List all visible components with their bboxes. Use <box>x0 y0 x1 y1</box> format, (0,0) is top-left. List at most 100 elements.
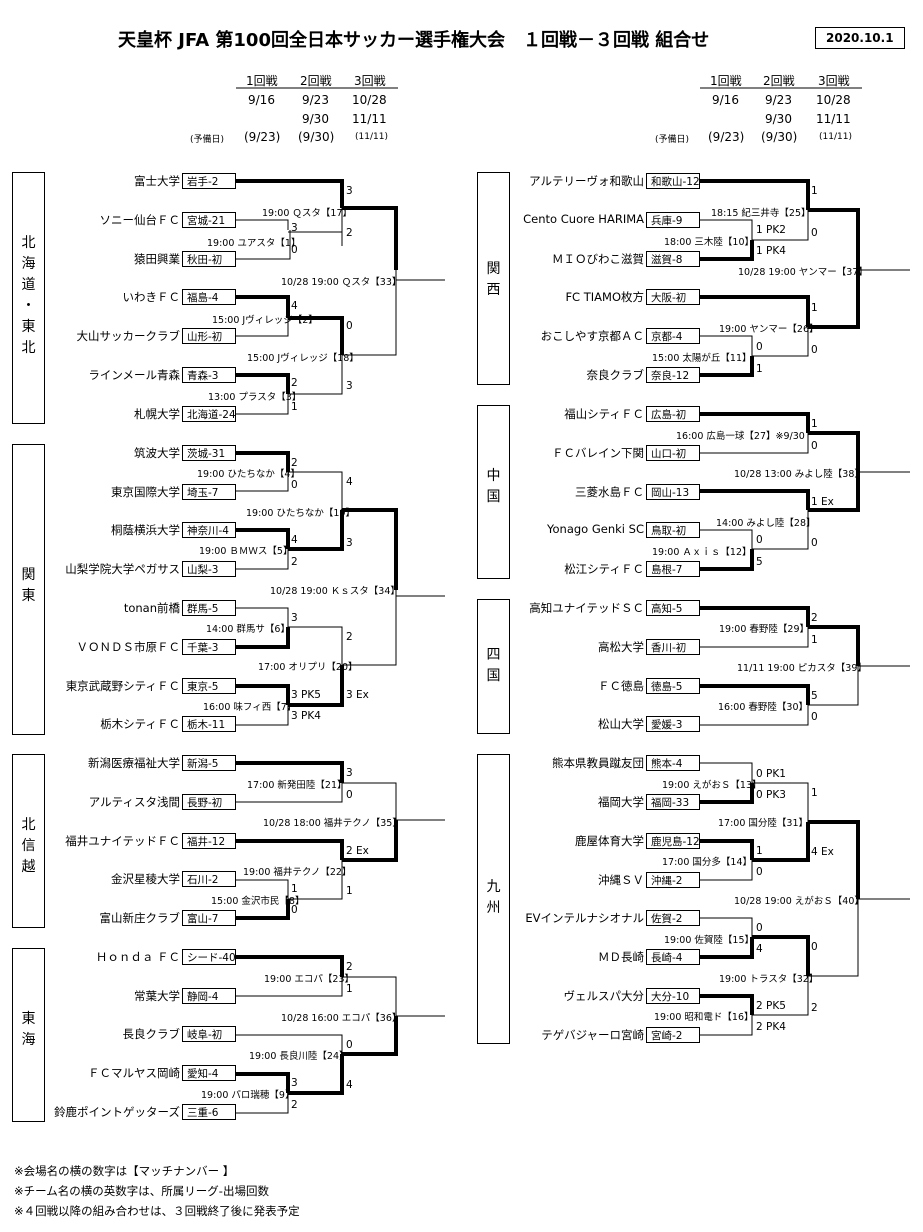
team-seed: 群馬-5 <box>182 600 236 616</box>
score: 2 <box>291 1099 298 1111</box>
score: 3 <box>346 380 353 392</box>
score: 3 <box>291 1077 298 1089</box>
match-label: 19:00 ひたちなか【4】 <box>197 469 300 480</box>
team-seed: 兵庫-9 <box>646 211 700 228</box>
team-name: 福井ユナイテッドＦＣ <box>65 833 180 848</box>
score: 0 <box>756 866 763 878</box>
score: 2 <box>811 612 818 624</box>
team-name: 栃木シティＦＣ <box>100 717 180 732</box>
team-name: テゲバジャーロ宮崎 <box>541 1027 644 1042</box>
team-name: ＦＣマルヤス岡崎 <box>88 1066 180 1081</box>
team-name: 奈良クラブ <box>586 368 645 382</box>
score: 0 <box>756 534 763 546</box>
team-name: ラインメール青森 <box>88 368 180 382</box>
team-seed: 福島-4 <box>182 289 236 306</box>
region-shikoku: 四 国 <box>477 599 510 734</box>
footnote: ※４回戦以降の組み合わせは、３回戦終了後に発表予定 <box>14 1204 300 1218</box>
team-seed: 鳥取-初 <box>646 522 700 539</box>
score: 2 <box>291 556 298 568</box>
score: 4 <box>346 476 353 488</box>
match-label: 19:00 昭和電ド【16】 <box>654 1012 754 1023</box>
team-seed: 福井-12 <box>182 832 236 849</box>
region-chugoku: 中 国 <box>477 405 510 579</box>
team-name: 鹿屋体育大学 <box>575 833 644 848</box>
match-label: 17:00 国分陸【31】 <box>718 818 808 829</box>
score: 0 <box>756 341 763 353</box>
match-label: 19:00 Ｑスタ【17】 <box>262 208 352 219</box>
match-label: 16:00 味フィ西【7】 <box>203 702 297 713</box>
region-kanto: 関 東 <box>12 444 45 735</box>
match-label: 17:00 新発田陸【21】 <box>247 780 347 791</box>
team-name: 山梨学院大学ペガサス <box>65 562 180 577</box>
team-seed: 青森-3 <box>182 367 236 383</box>
team-name: 高松大学 <box>598 639 644 654</box>
team-seed: 沖縄-2 <box>646 871 700 888</box>
score: 3 <box>291 222 298 234</box>
team-name: Cento Cuore HARIMA <box>523 211 644 226</box>
team-seed: 新潟-5 <box>182 754 236 771</box>
team-seed: 宮崎-2 <box>646 1026 700 1043</box>
match-label: 19:00 えがおＳ【13】 <box>662 780 762 791</box>
score: 1 PK4 <box>756 245 786 257</box>
team-name: アルティスタ浅間 <box>88 794 180 809</box>
team-seed: 静岡-4 <box>182 987 236 1004</box>
team-name: 桐蔭横浜大学 <box>111 523 180 538</box>
score: 4 <box>291 534 298 546</box>
team-name: 東京武蔵野シティＦＣ <box>65 678 180 693</box>
team-seed: 奈良-12 <box>646 367 700 383</box>
team-name: ＭＩＯびわこ滋賀 <box>552 251 644 266</box>
match-label: 19:00 佐賀陸【15】 <box>664 935 754 946</box>
score: 2 <box>811 1002 818 1014</box>
score: 2 Ex <box>346 845 369 857</box>
team-name: 松山大学 <box>598 717 644 732</box>
score: 0 <box>346 789 353 801</box>
score: 3 PK4 <box>291 710 321 722</box>
team-seed: 大分-10 <box>646 988 700 1004</box>
score: 0 PK1 <box>756 768 786 780</box>
team-name: 高知ユナイテッドＳＣ <box>529 601 644 615</box>
team-name: 札幌大学 <box>134 406 180 421</box>
score: 3 <box>291 612 298 624</box>
match-label: 11/11 19:00 ピカスタ【39】 <box>737 663 867 674</box>
match-label: 19:00 ヤンマー【26】 <box>719 324 819 335</box>
team-name: 福岡大学 <box>598 795 644 809</box>
team-name: 富士大学 <box>134 174 180 188</box>
score: 1 Ex <box>811 496 834 508</box>
score: 0 <box>291 244 298 256</box>
score: 1 <box>756 845 763 857</box>
date-badge: 2020.10.1 <box>815 27 905 49</box>
score: 0 <box>811 227 818 239</box>
team-name: 沖縄ＳＶ <box>598 872 644 887</box>
match-label: 14:00 群馬サ【6】 <box>206 624 290 635</box>
score: 2 <box>346 961 353 973</box>
team-name: アルテリーヴォ和歌山 <box>529 174 644 188</box>
score: 1 PK2 <box>756 224 786 236</box>
team-name: 長良クラブ <box>122 1027 181 1042</box>
match-label: 19:00 ユアスタ【1】 <box>207 238 301 249</box>
team-name: FC TIAMO枚方 <box>565 290 644 305</box>
match-label: 19:00 ＢＭＷス【5】 <box>199 546 293 557</box>
team-name: 熊本県教員蹴友団 <box>552 756 644 771</box>
score: 1 <box>811 787 818 799</box>
score: 1 <box>346 885 353 897</box>
team-seed: 栃木-11 <box>182 716 236 733</box>
score: 1 <box>811 185 818 197</box>
team-seed: 山梨-3 <box>182 561 236 578</box>
team-seed: 佐賀-2 <box>646 910 700 927</box>
match-label: 16:00 春野陸【30】 <box>718 702 808 713</box>
team-name: EVインテルナシオナル <box>525 911 644 926</box>
team-seed: 北海道-24 <box>182 405 236 422</box>
team-name: 大山サッカークラブ <box>76 329 181 344</box>
score: 5 <box>756 556 763 568</box>
region-hokushinetsu: 北 信 越 <box>12 754 45 928</box>
team-seed: 滋賀-8 <box>646 250 700 267</box>
score: 1 <box>811 302 818 314</box>
score: 1 <box>811 634 818 646</box>
team-seed: 埼玉-7 <box>182 483 236 500</box>
team-name: 福山シティＦＣ <box>564 407 644 421</box>
region-tokai: 東 海 <box>12 948 45 1122</box>
score: 4 <box>756 943 763 955</box>
score: 2 <box>346 227 353 239</box>
score: 0 <box>346 320 353 332</box>
